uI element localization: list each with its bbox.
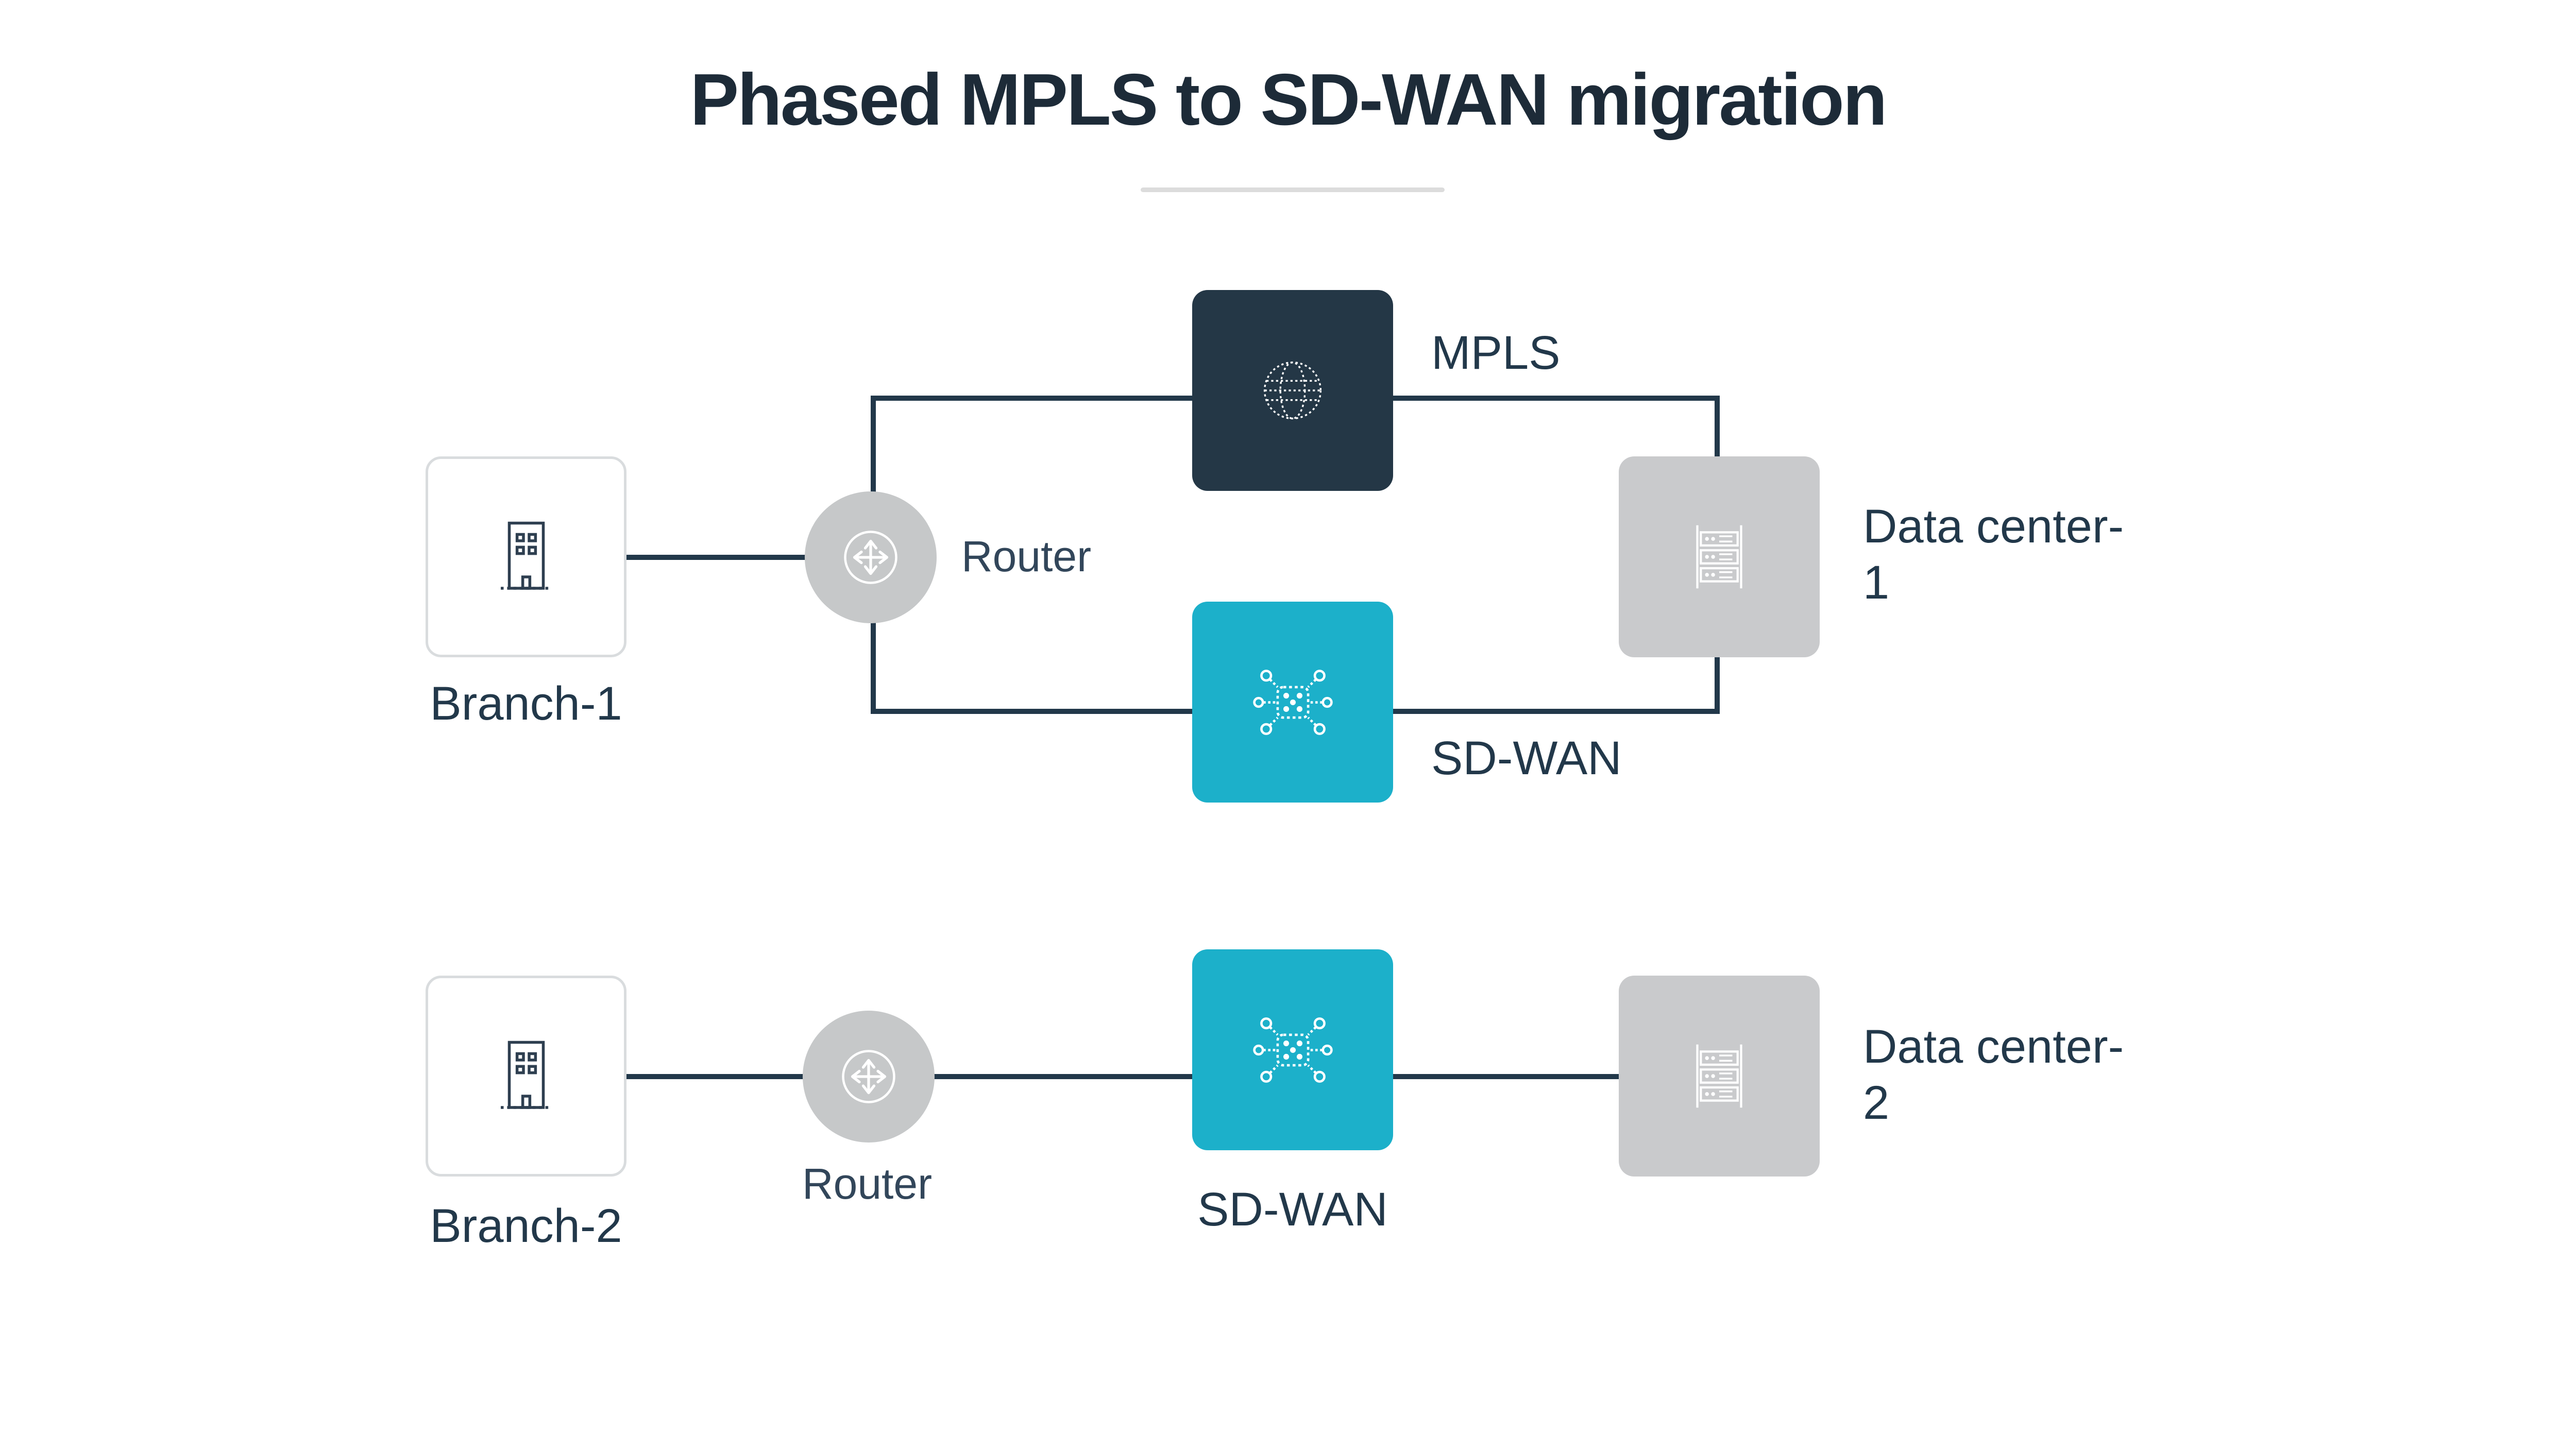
phase1-mpls-node [1192, 290, 1393, 491]
phase1-router-label: Router [961, 532, 1092, 581]
phase2-datacenter-label: Data center-2 [1863, 1020, 2124, 1129]
phase2-branch-node [426, 976, 626, 1177]
phase1-mpls-label: MPLS [1431, 327, 1561, 379]
page-title: Phased MPLS to SD-WAN migration [690, 59, 1887, 141]
phase2-connection-line [626, 1074, 1619, 1079]
phase1-branch-node [426, 456, 626, 657]
phase1-sdwan-node [1192, 602, 1393, 803]
server-rack-icon [1696, 1044, 1742, 1108]
phase2-sdwan-node [1192, 949, 1393, 1150]
phase1-branch-router-line [626, 555, 874, 560]
phase1-datacenter-node [1619, 456, 1820, 657]
mesh-network-icon [1252, 669, 1333, 735]
phase1-branch-label: Branch-1 [430, 677, 622, 730]
title-divider [1141, 187, 1445, 192]
mesh-network-icon [1252, 1017, 1333, 1083]
building-icon [500, 1041, 552, 1109]
phase1-sdwan-label: SD-WAN [1431, 732, 1622, 785]
router-arrows-icon [842, 1050, 895, 1103]
phase2-datacenter-node [1619, 976, 1820, 1177]
phase2-router-node [803, 1011, 935, 1143]
server-rack-icon [1696, 525, 1742, 589]
globe-icon [1263, 361, 1322, 420]
router-arrows-icon [844, 531, 897, 584]
building-icon [500, 521, 552, 590]
phase1-router-node [805, 491, 937, 623]
phase2-router-label: Router [802, 1160, 933, 1208]
phase1-datacenter-label: Data center-1 [1863, 500, 2124, 609]
phase2-branch-label: Branch-2 [430, 1200, 622, 1252]
phase2-sdwan-label: SD-WAN [1197, 1183, 1388, 1236]
